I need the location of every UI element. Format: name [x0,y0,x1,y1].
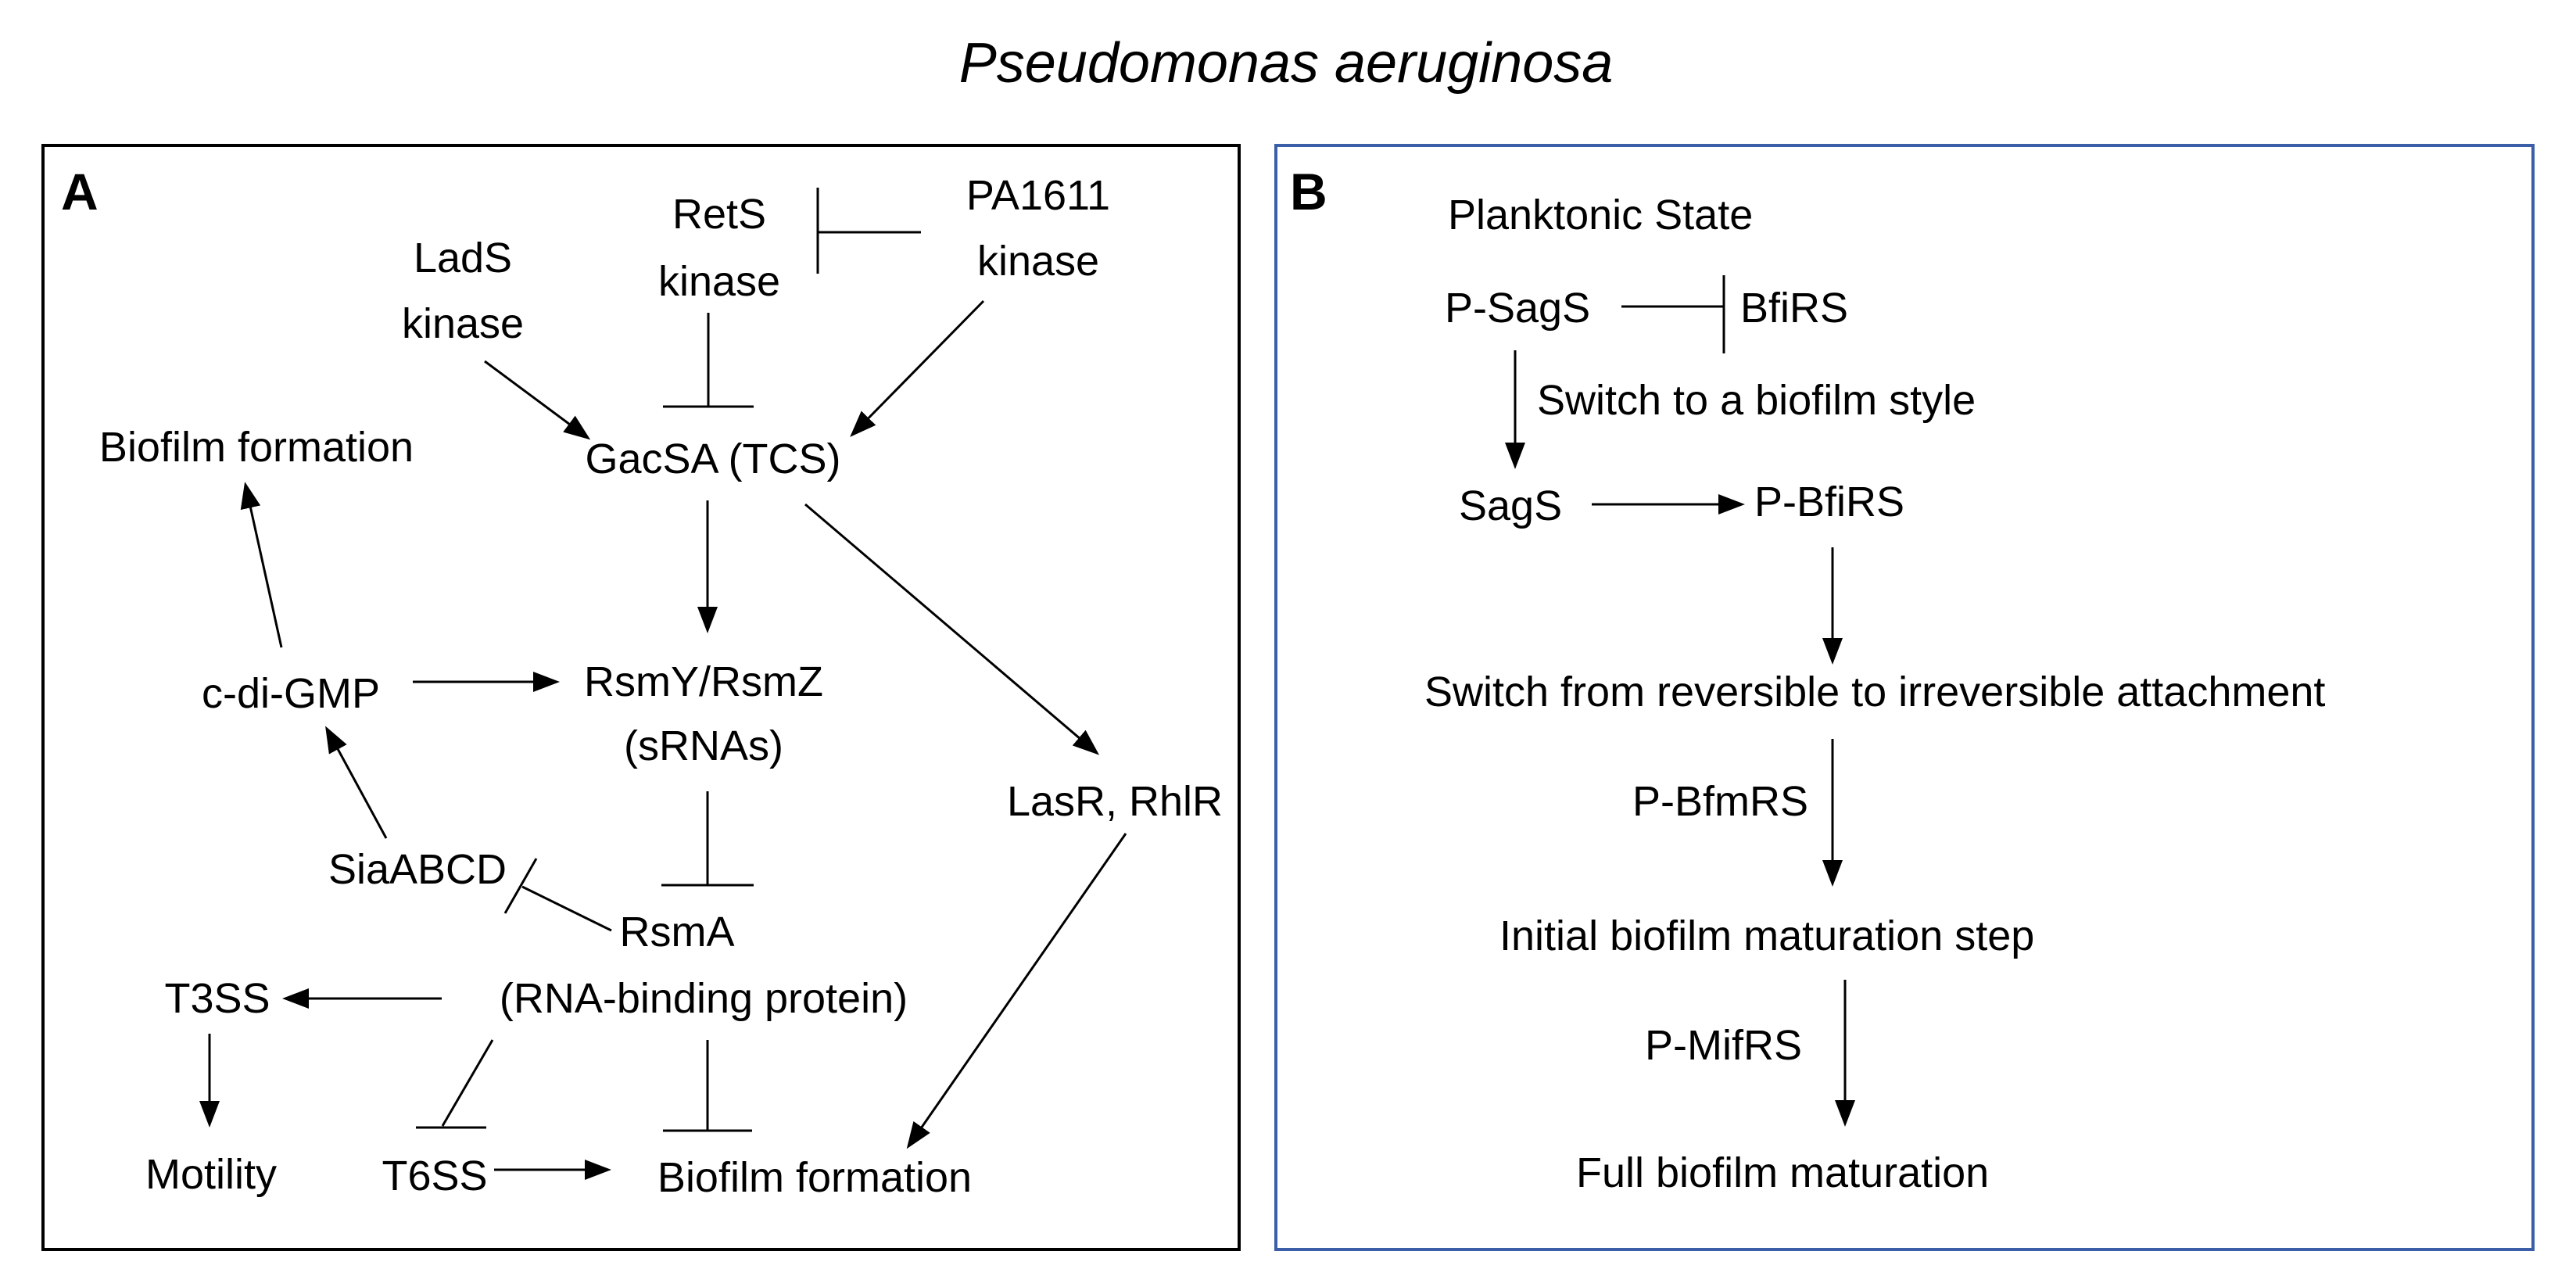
panel-b-edges [1505,275,1855,1127]
edge-rsma-inhibits-siaabcd [521,885,612,932]
node-t3ss: T3SS [164,975,270,1022]
panel-a-nodes: RetS kinase PA1611 kinase LadS kinase Bi… [99,172,1223,1201]
edge-rsma-inhibits-t6ss [441,1039,494,1127]
edge-lads-to-gacsa [484,360,591,440]
figure-title: Pseudomonas aeruginosa [959,32,1614,95]
edge-lasr-to-biofilm [906,833,1127,1149]
node-p-sags: P-SagS [1445,285,1590,332]
edge-cdigmp-to-biofilm [240,482,283,648]
node-rsma-line2: (RNA-binding protein) [500,975,908,1022]
node-c-di-gmp: c-di-GMP [202,670,380,717]
node-sags: SagS [1459,482,1562,529]
node-lads-kinase-line2: kinase [402,300,524,347]
edge-rsma-inhibits-siaabcd-bar [503,858,538,914]
panel-a-label: A [61,163,99,221]
node-initial-maturation: Initial biofilm maturation step [1499,912,2034,959]
node-rsmy-rsmz-line2: (sRNAs) [624,722,783,769]
node-biofilm-formation-bottom: Biofilm formation [657,1154,972,1201]
node-lads-kinase-line1: LadS [414,235,512,281]
node-rets-kinase-line2: kinase [658,258,780,305]
edge-siaabcd-to-cdigmp [325,726,388,839]
node-biofilm-formation-top: Biofilm formation [99,424,414,471]
node-pa1611-kinase-line1: PA1611 [966,172,1110,219]
node-p-mifrs: P-MifRS [1645,1022,1802,1069]
panel-a-edges [199,188,1127,1180]
node-siaabcd: SiaABCD [328,846,507,893]
panel-b-frame [1274,144,2535,1251]
node-rsmy-rsmz-line1: RsmY/RsmZ [584,658,823,705]
node-t6ss: T6SS [382,1153,487,1199]
edge-pa1611-to-gacsa [850,299,985,437]
node-full-maturation: Full biofilm maturation [1576,1149,1989,1196]
edge-gacsa-to-lasr [804,503,1100,755]
panel-b-label: B [1290,163,1327,221]
node-rsma-line1: RsmA [620,909,735,956]
node-gacsa-tcs: GacSA (TCS) [585,436,840,482]
node-rets-kinase-line1: RetS [672,191,766,238]
node-motility: Motility [145,1151,277,1198]
node-planktonic-state: Planktonic State [1448,192,1753,238]
node-switch-attachment: Switch from reversible to irreversible a… [1424,669,2325,715]
panel-a-frame [41,144,1241,1251]
node-lasr-rhlr: LasR, RhlR [1007,778,1223,825]
node-bfirs: BfiRS [1740,285,1848,332]
node-p-bfmrs: P-BfmRS [1632,778,1808,825]
node-switch-biofilm-style: Switch to a biofilm style [1537,377,1976,424]
panel-b-nodes: Planktonic State P-SagS BfiRS Switch to … [1424,192,2325,1196]
node-p-bfirs: P-BfiRS [1754,479,1904,525]
node-pa1611-kinase-line2: kinase [977,238,1099,285]
